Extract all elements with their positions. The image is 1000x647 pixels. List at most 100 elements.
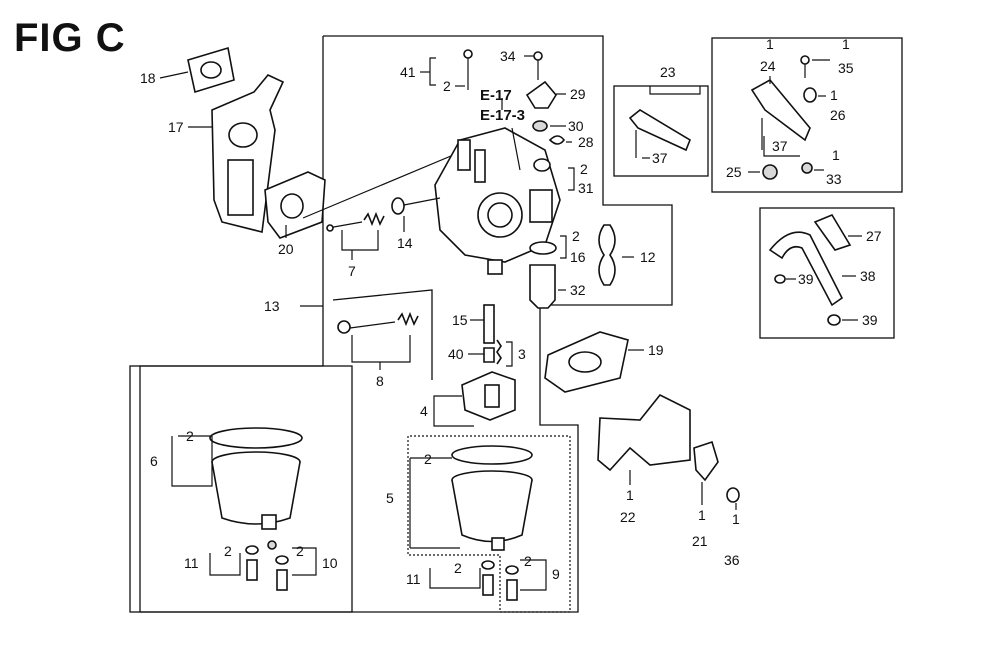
callout-12: 12 xyxy=(640,249,656,265)
part-12-float-pin xyxy=(598,224,616,286)
callout-35: 35 xyxy=(838,60,854,76)
part-27-clip xyxy=(813,213,852,251)
ref-e17-3: E-17-3 xyxy=(480,107,525,124)
part-11-9-bolts-right xyxy=(481,560,519,601)
part-41-screw xyxy=(463,49,473,90)
callout-22: 22 xyxy=(620,509,636,525)
callout-17: 17 xyxy=(168,119,184,135)
part-carburetor-body xyxy=(434,127,561,275)
part-34-screw xyxy=(533,51,543,80)
part-18-gasket xyxy=(187,46,235,94)
part-19-gasket xyxy=(544,331,629,393)
callout-36: 36 xyxy=(724,552,740,568)
callout-18: 18 xyxy=(140,70,156,86)
bowl-6-outline xyxy=(129,365,353,613)
part-7-screw-spring xyxy=(326,211,385,232)
callout-36-qty: 1 xyxy=(732,511,740,527)
part-32-bowl-drain xyxy=(529,264,556,309)
callout-28: 28 xyxy=(578,134,594,150)
callout-29: 29 xyxy=(570,86,586,102)
callout-16-qty: 2 xyxy=(572,228,580,244)
callout-14: 14 xyxy=(397,235,413,251)
callout-38: 38 xyxy=(860,268,876,284)
callout-10-qty: 2 xyxy=(296,543,304,559)
part-8-screw-spring xyxy=(337,311,419,334)
callout-6: 6 xyxy=(150,453,158,469)
part-22-bracket xyxy=(597,393,691,472)
bowl-5-outline xyxy=(407,435,571,613)
part-14-screw xyxy=(391,197,441,215)
callout-11-left: 11 xyxy=(184,555,199,571)
callout-26: 26 xyxy=(830,107,846,123)
callout-31: 31 xyxy=(578,180,594,196)
ref-e17: E-17 xyxy=(480,87,512,104)
callout-4: 4 xyxy=(420,403,428,419)
figure-title: FIG C xyxy=(14,16,126,60)
part-25-nut xyxy=(762,164,778,180)
part-24-lever xyxy=(750,78,811,150)
callout-32: 32 xyxy=(570,282,586,298)
part-33-nut xyxy=(801,162,813,174)
callout-39-b: 39 xyxy=(862,312,878,328)
callout-22-qty: 1 xyxy=(626,487,634,503)
callout-19: 19 xyxy=(648,342,664,358)
callout-33: 33 xyxy=(826,171,842,187)
callout-11-right-qty: 2 xyxy=(454,560,462,576)
callout-23: 23 xyxy=(660,64,676,80)
callout-37-a: 37 xyxy=(652,150,668,166)
callout-34: 34 xyxy=(500,48,516,64)
callout-31-qty: 2 xyxy=(580,161,588,177)
part-26-spring xyxy=(803,87,817,103)
part-21-lever xyxy=(693,440,719,482)
group-24-outline xyxy=(711,37,903,193)
callout-26-qty: 1 xyxy=(830,87,838,103)
part-11-10-bolts-left xyxy=(245,540,289,591)
part-29-cover xyxy=(525,80,557,109)
callout-24-qty: 1 xyxy=(766,36,774,52)
part-39-clips xyxy=(774,274,841,326)
callout-7: 7 xyxy=(348,263,356,279)
part-4-float xyxy=(461,371,516,421)
group-8-outline xyxy=(332,289,433,380)
callout-11-left-qty: 2 xyxy=(224,543,232,559)
callout-27: 27 xyxy=(866,228,882,244)
callout-41-qty: 2 xyxy=(443,78,451,94)
part-16-oring xyxy=(529,241,557,255)
callout-41: 41 xyxy=(400,64,416,80)
part-38-tube xyxy=(768,231,844,307)
part-36-bolt xyxy=(726,487,740,503)
callout-25: 25 xyxy=(726,164,742,180)
group-38-outline xyxy=(759,207,895,339)
callout-20: 20 xyxy=(278,241,294,257)
callout-40: 40 xyxy=(448,346,464,362)
callout-15: 15 xyxy=(452,312,468,328)
callout-9: 9 xyxy=(552,566,560,582)
callout-6-qty: 2 xyxy=(186,428,194,444)
callout-39-a: 39 xyxy=(798,271,814,287)
callout-3: 3 xyxy=(518,346,526,362)
callout-10: 10 xyxy=(322,555,338,571)
callout-24: 24 xyxy=(760,58,776,74)
callout-21: 21 xyxy=(692,533,708,549)
part-40-3-springs xyxy=(483,339,502,365)
callout-5: 5 xyxy=(386,490,394,506)
callout-5-qty: 2 xyxy=(424,451,432,467)
part-20-gasket xyxy=(264,171,326,239)
part-23-lever xyxy=(628,109,691,158)
callout-13: 13 xyxy=(264,298,280,314)
callouts: 18 17 20 13 41 2 34 29 E-17 E-17-3 30 28… xyxy=(140,36,882,587)
callout-9-qty: 2 xyxy=(524,553,532,569)
callout-30: 30 xyxy=(568,118,584,134)
part-35-screw xyxy=(800,55,810,78)
callout-33-qty: 1 xyxy=(832,147,840,163)
callout-21-qty: 1 xyxy=(698,507,706,523)
callout-11-right: 11 xyxy=(406,571,421,587)
group-23-outline xyxy=(613,85,709,177)
callout-35-qty: 1 xyxy=(842,36,850,52)
leader-lines xyxy=(159,55,862,591)
part-15-jet xyxy=(483,304,495,344)
group-boxes xyxy=(129,35,903,613)
callout-37-b: 37 xyxy=(772,138,788,154)
part-5-bowl xyxy=(451,445,533,551)
